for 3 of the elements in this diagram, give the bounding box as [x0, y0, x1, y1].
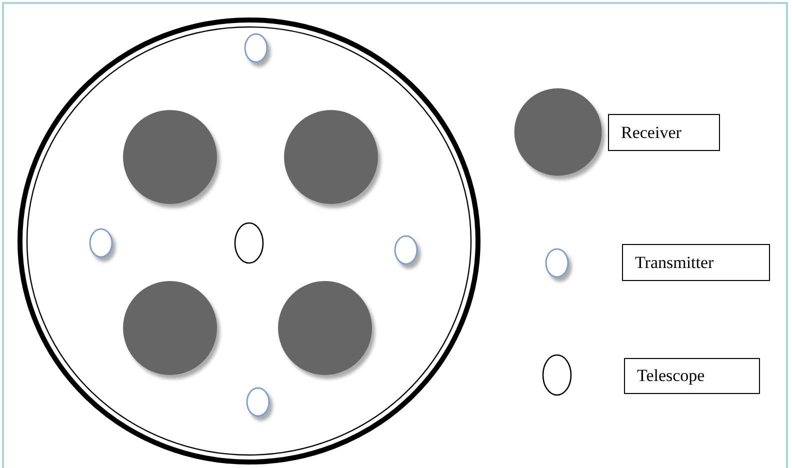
legend-label: Transmitter	[622, 244, 770, 281]
legend-label: Telescope	[624, 358, 760, 394]
legend-label: Receiver	[608, 114, 720, 151]
